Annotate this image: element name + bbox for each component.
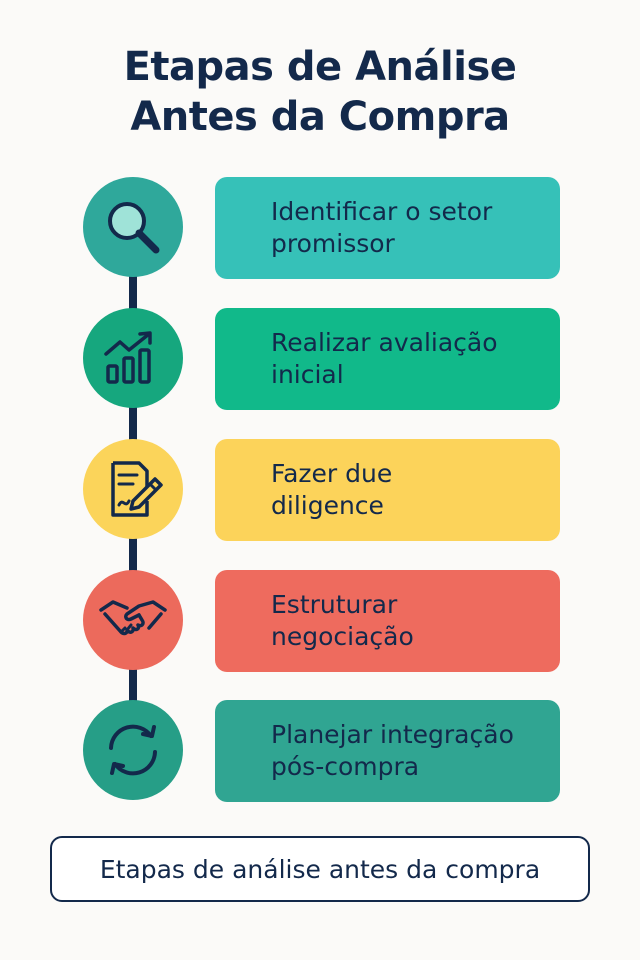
caption-box: Etapas de análise antes da compra: [50, 836, 590, 902]
step-5-label-line-2: pós-compra: [271, 752, 420, 781]
caption-text: Etapas de análise antes da compra: [99, 854, 541, 884]
step-1-card: Identificar o setor promissor: [215, 177, 560, 279]
title-line-1: Etapas de Análise: [123, 44, 517, 90]
step-4-card: Estruturar negociação: [215, 570, 560, 672]
title-line-2: Antes da Compra: [130, 94, 510, 140]
step-3-label-line-2: diligence: [271, 491, 384, 520]
refresh-cycle-icon: [109, 724, 157, 776]
step-3-label: Fazer due diligence: [271, 458, 531, 522]
step-5-label-line-1: Planejar integração: [271, 720, 514, 749]
step-1-label-line-1: Identificar o setor: [271, 197, 493, 226]
page-title: Etapas de Análise Antes da Compra: [0, 42, 640, 142]
document-pen-icon: [111, 461, 163, 517]
step-1-icon-circle: [83, 177, 183, 277]
step-1-label-line-2: promissor: [271, 229, 395, 258]
step-3-label-line-1: Fazer due: [271, 459, 393, 488]
step-2-label-line-2: inicial: [271, 360, 344, 389]
step-2-label: Realizar avaliação inicial: [271, 327, 531, 391]
growth-chart-icon: [104, 331, 152, 384]
step-3-card: Fazer due diligence: [215, 439, 560, 541]
step-3-icon-circle: [83, 439, 183, 539]
step-2-card: Realizar avaliação inicial: [215, 308, 560, 410]
magnifying-glass-icon: [108, 202, 160, 254]
step-4-label: Estruturar negociação: [271, 589, 531, 653]
step-4-label-line-1: Estruturar: [271, 590, 398, 619]
step-1-label: Identificar o setor promissor: [271, 196, 531, 260]
handshake-icon: [99, 600, 167, 636]
step-4-label-line-2: negociação: [271, 622, 414, 651]
step-2-icon-circle: [83, 308, 183, 408]
step-2-label-line-1: Realizar avaliação: [271, 328, 498, 357]
step-5-card: Planejar integração pós-compra: [215, 700, 560, 802]
step-5-icon-circle: [83, 700, 183, 800]
step-4-icon-circle: [83, 570, 183, 670]
step-5-label: Planejar integração pós-compra: [271, 719, 531, 783]
